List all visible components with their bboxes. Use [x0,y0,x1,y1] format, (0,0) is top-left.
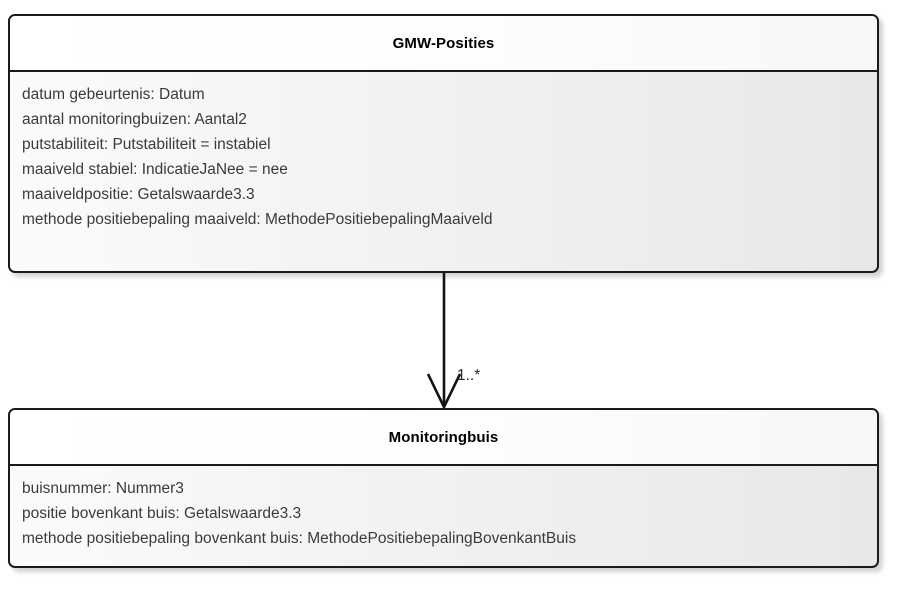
attribute-row: methode positiebepaling maaiveld: Method… [22,211,493,228]
class-header-monitoringbuis: Monitoringbuis [10,410,877,466]
attribute-compartment-gmw-posities: datum gebeurtenis: Datum aantal monitori… [10,72,877,240]
attribute-row: putstabiliteit: Putstabiliteit = instabi… [22,136,271,153]
attribute-compartment-monitoringbuis: buisnummer: Nummer3 positie bovenkant bu… [10,466,877,559]
attribute-row: datum gebeurtenis: Datum [22,86,205,103]
class-name-gmw-posities: GMW-Posities [392,34,495,52]
attribute-row: positie bovenkant buis: Getalswaarde3.3 [22,505,302,522]
class-box-monitoringbuis[interactable]: Monitoringbuis buisnummer: Nummer3 posit… [8,408,879,568]
association-multiplicity-label: 1..* [457,367,481,384]
attribute-row: maaiveld stabiel: IndicatieJaNee = nee [22,161,288,178]
attribute-row: aantal monitoringbuizen: Aantal2 [22,111,247,128]
association-arrowhead-icon [426,373,462,410]
attribute-row: methode positiebepaling bovenkant buis: … [22,530,577,547]
class-box-gmw-posities[interactable]: GMW-Posities datum gebeurtenis: Datum aa… [8,14,879,273]
class-name-monitoringbuis: Monitoringbuis [388,428,499,446]
attribute-row: maaiveldpositie: Getalswaarde3.3 [22,186,255,203]
class-header-gmw-posities: GMW-Posities [10,16,877,72]
attribute-row: buisnummer: Nummer3 [22,480,184,497]
